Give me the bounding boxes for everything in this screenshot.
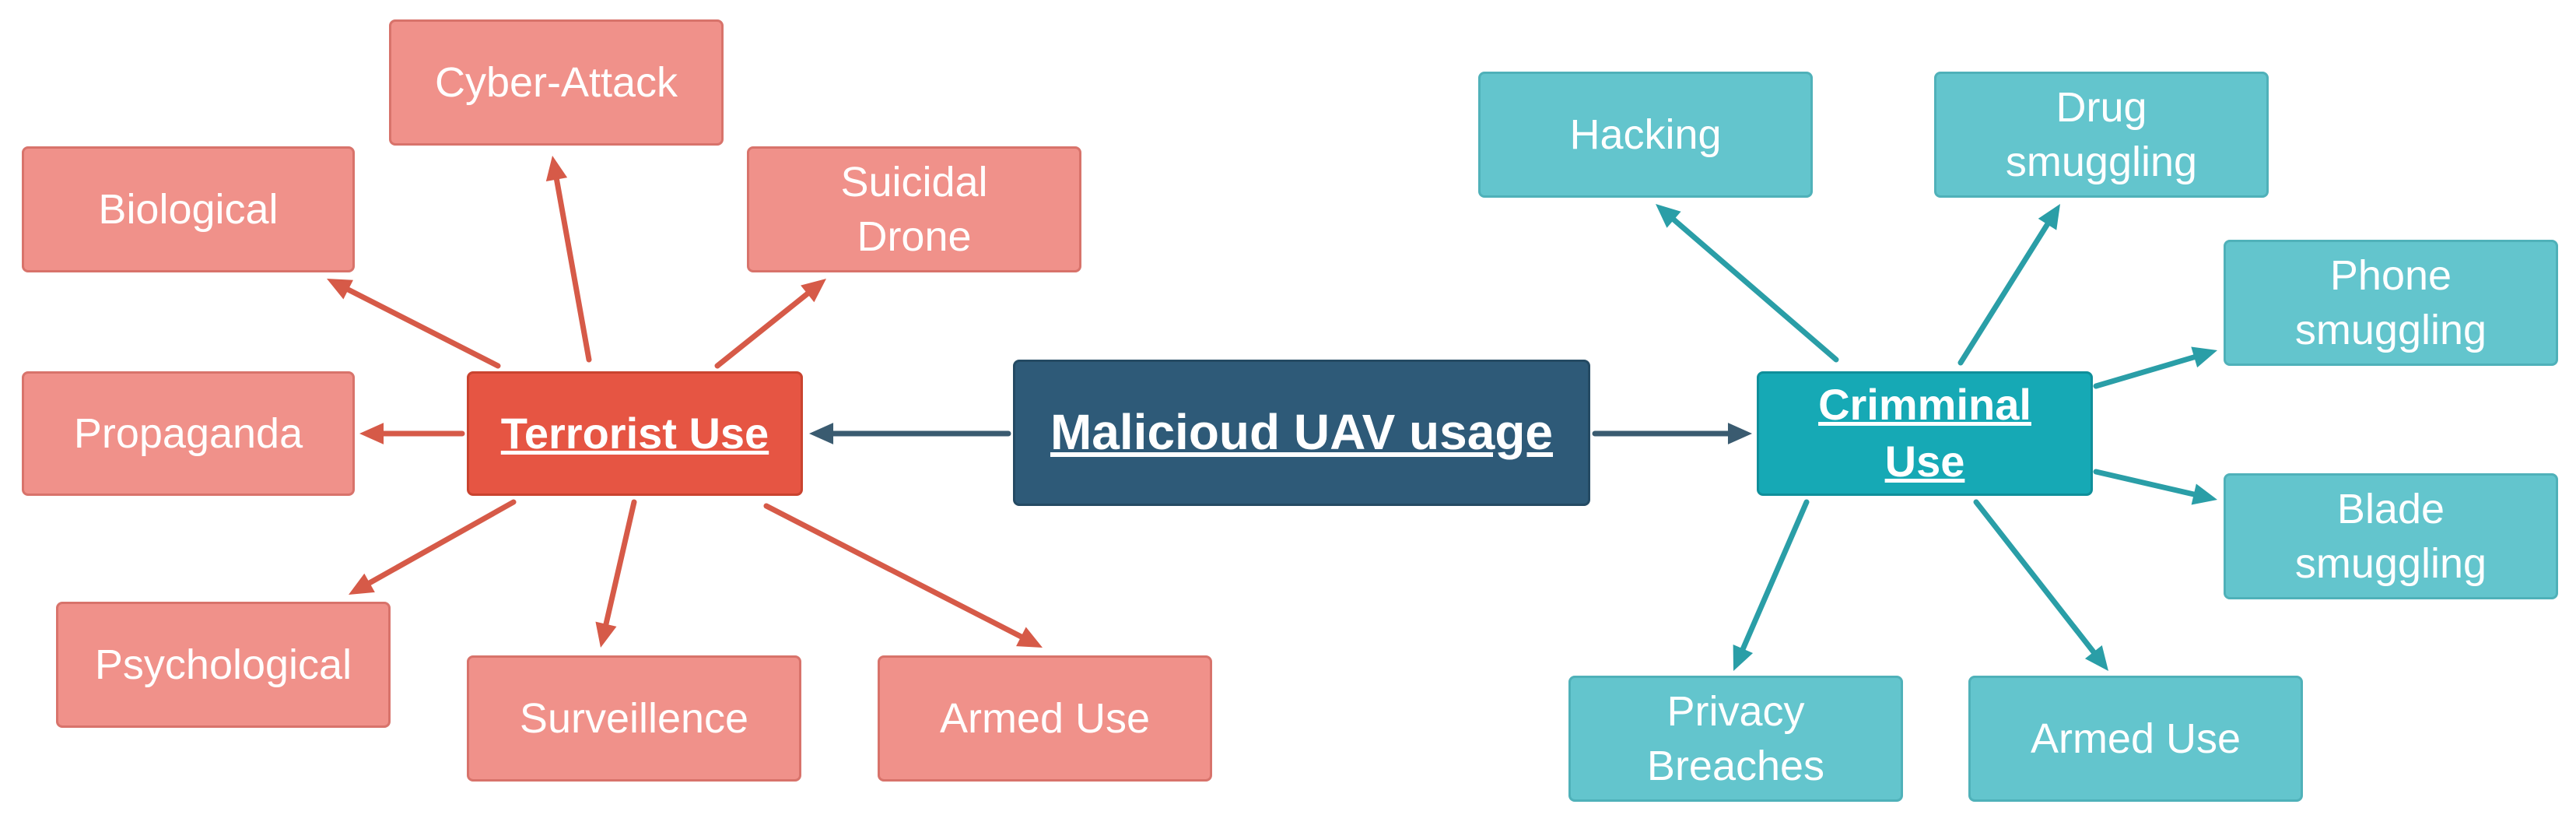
drug-smuggling-label: Drug smuggling [2005, 83, 2198, 185]
center-node: Malicioud UAV usage [1013, 360, 1590, 506]
criminal-armed-use-node: Armed Use [1968, 676, 2303, 802]
terrorist-armed-use-node: Armed Use [878, 655, 1212, 782]
arrow-to-terrorist-armed-use [763, 503, 1043, 648]
arrow-to-cyber-attack [545, 156, 592, 363]
arrow-to-criminal-armed-use [1973, 499, 2108, 671]
arrow-to-psychological [349, 499, 517, 595]
terrorist-use-node: Terrorist Use [467, 371, 803, 496]
hacking-node: Hacking [1478, 72, 1813, 198]
criminal-armed-use-label: Armed Use [2030, 715, 2241, 762]
drug-smuggling-node: Drug smuggling [1934, 72, 2269, 198]
phone-smuggling-node: Phone smuggling [2224, 240, 2558, 366]
blade-smuggling-label: Blade smuggling [2294, 485, 2487, 587]
cyber-attack-node: Cyber-Attack [389, 19, 724, 146]
arrow-to-hacking [1656, 204, 1839, 363]
arrow-to-phone-smuggling [2093, 346, 2217, 389]
arrow-to-privacy-breaches [1733, 499, 1810, 671]
criminal-use-label: Crimminal Use [1818, 380, 2031, 486]
surveillence-node: Surveillence [467, 655, 801, 782]
surveillence-label: Surveillence [519, 694, 749, 742]
psychological-label: Psychological [94, 641, 352, 688]
suicidal-drone-label: Suicidal Drone [840, 158, 988, 260]
psychological-node: Psychological [56, 602, 391, 728]
arrow-center-to-terrorist [809, 423, 1011, 444]
arrow-to-propaganda [359, 423, 465, 444]
privacy-breaches-node: Privacy Breaches [1568, 676, 1903, 802]
center-node-label: Malicioud UAV usage [1050, 404, 1554, 461]
blade-smuggling-node: Blade smuggling [2224, 473, 2558, 599]
terrorist-armed-use-label: Armed Use [939, 694, 1151, 742]
hacking-label: Hacking [1569, 111, 1722, 158]
privacy-breaches-label: Privacy Breaches [1646, 687, 1825, 789]
phone-smuggling-label: Phone smuggling [2294, 251, 2487, 353]
biological-node: Biological [22, 146, 355, 272]
arrow-to-suicidal-drone [714, 279, 826, 369]
arrow-to-blade-smuggling [2093, 469, 2217, 505]
propaganda-label: Propaganda [73, 409, 303, 457]
arrow-center-to-criminal [1592, 423, 1752, 444]
arrow-to-surveillence [595, 499, 637, 648]
arrow-to-biological [327, 279, 501, 369]
suicidal-drone-node: Suicidal Drone [747, 146, 1081, 272]
cyber-attack-label: Cyber-Attack [434, 58, 678, 106]
criminal-use-node: Crimminal Use [1757, 371, 2093, 496]
terrorist-use-label: Terrorist Use [500, 408, 769, 458]
propaganda-node: Propaganda [22, 371, 355, 496]
biological-label: Biological [98, 185, 279, 233]
arrow-to-drug-smuggling [1957, 204, 2060, 366]
